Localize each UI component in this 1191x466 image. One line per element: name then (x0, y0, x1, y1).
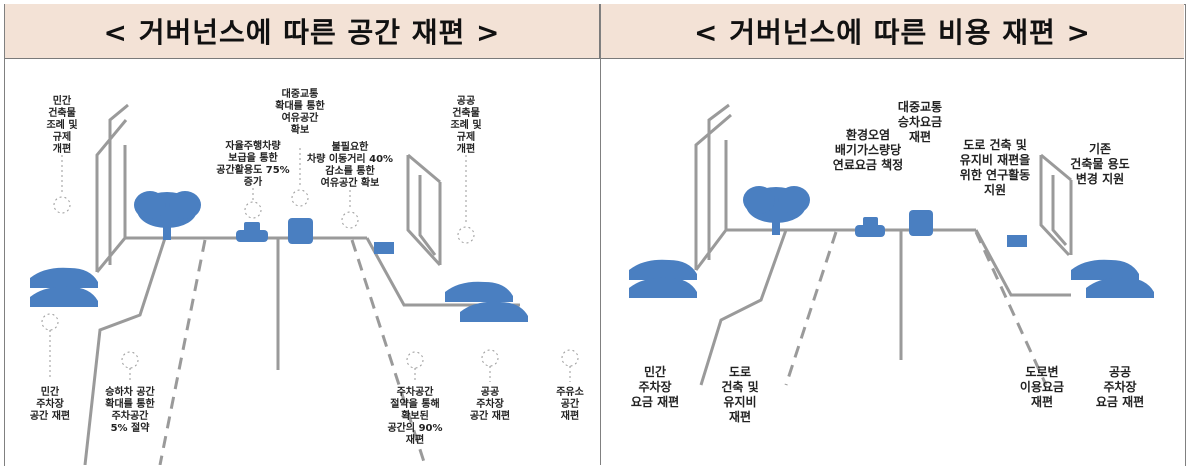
panel-divider (600, 4, 601, 465)
label-parking-saved-space: 주차공간 절약을 통해 확보된 공간의 90% 재편 (387, 387, 443, 446)
label-private-building-regulation: 민간 건축물 조례 및 규제 개편 (46, 96, 78, 155)
label-emission-fuel-fee: 환경오염 배기가스량당 연료요금 책정 (832, 128, 904, 172)
label-public-building-regulation: 공공 건축물 조례 및 규제 개편 (450, 96, 482, 155)
right-street-illustration (629, 103, 1154, 386)
label-building-use-change: 기존 건축물 용도 변경 지원 (1070, 142, 1130, 186)
label-gas-station-space: 주유소 공간 재편 (556, 387, 584, 422)
label-transit-expansion-space: 대중교통 확대를 통한 여유공간 확보 (275, 89, 325, 136)
label-dropoff-parking-saving: 승하차 공간 확대를 통한 주차공간 5% 절약 (105, 387, 155, 434)
label-road-construction-cost: 도로 건축 및 유지비 재편 (721, 365, 759, 424)
label-roadside-fee: 도로변 이용요금 재편 (1019, 365, 1065, 409)
label-private-parking-fee: 민간 주차장 요금 재편 (630, 365, 680, 409)
left-street-illustration (30, 103, 579, 465)
label-road-research-support: 도로 건축 및 유지비 재편을 위한 연구활동 지원 (959, 138, 1031, 197)
right-panel-title: < 거버넌스에 따른 비용 재편 > (601, 4, 1184, 59)
label-public-parking-fee: 공공 주차장 요금 재편 (1095, 365, 1145, 409)
label-autonomous-vehicle-space: 자율주행차량 보급을 통한 공간활용도 75% 증가 (216, 141, 290, 188)
label-vehicle-distance-reduction: 불필요한 차량 이동거리 40% 감소를 통한 여유공간 확보 (306, 142, 394, 189)
label-public-parking-space: 공공 주차장 공간 재편 (469, 387, 511, 422)
left-panel-title: < 거버넌스에 따른 공간 재편 > (5, 4, 600, 59)
label-private-parking-space: 민간 주차장 공간 재편 (29, 387, 71, 422)
label-transit-fare: 대중교통 승차요금 재편 (897, 100, 943, 144)
